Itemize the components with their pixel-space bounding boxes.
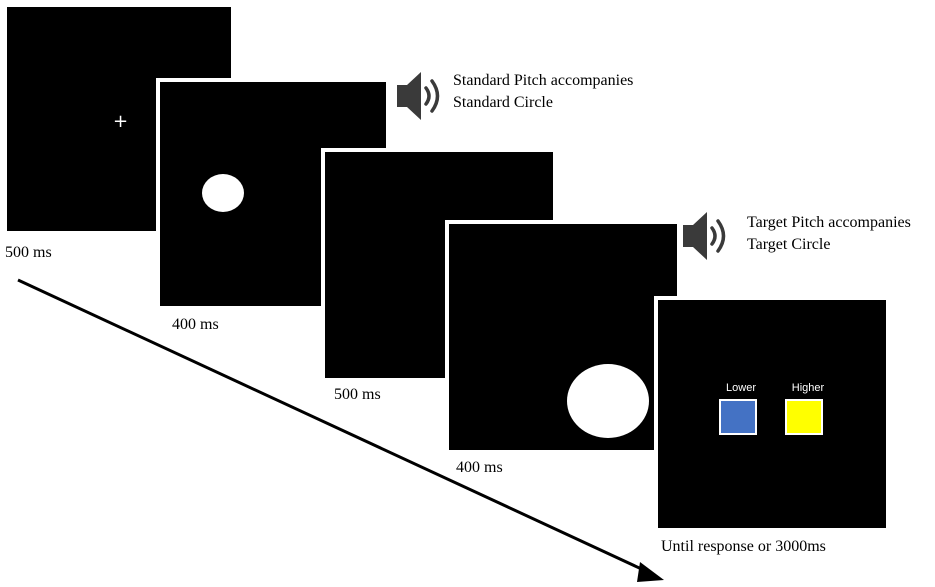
audio-cue-standard: Standard Pitch accompanies Standard Circ… <box>453 70 633 114</box>
speaker-icon <box>397 72 440 120</box>
timeline-arrow-head <box>637 562 664 582</box>
speaker-icon <box>683 212 726 260</box>
fixation-cross: + <box>113 111 129 132</box>
duration-label-fixation: 500 ms <box>5 244 52 261</box>
screen-response: Lower Higher <box>654 296 890 532</box>
standard-circle <box>202 174 244 212</box>
option-box-lower[interactable] <box>719 399 757 435</box>
audio-cue-target: Target Pitch accompanies Target Circle <box>747 212 911 256</box>
target-circle <box>567 364 649 438</box>
duration-label-standard: 400 ms <box>172 316 219 333</box>
option-label-lower: Lower <box>726 382 756 394</box>
audio-cue-target-line1: Target Pitch accompanies <box>747 214 911 231</box>
audio-cue-target-line2: Target Circle <box>747 236 831 253</box>
option-label-higher: Higher <box>791 382 825 394</box>
duration-label-response: Until response or 3000ms <box>661 538 826 555</box>
duration-label-target: 400 ms <box>456 459 503 476</box>
audio-cue-standard-line2: Standard Circle <box>453 94 553 111</box>
screen-target-circle <box>445 220 681 454</box>
duration-label-blank: 500 ms <box>334 386 381 403</box>
option-box-higher[interactable] <box>785 399 823 435</box>
timeline-arrow-line <box>17 278 649 574</box>
audio-cue-standard-line1: Standard Pitch accompanies <box>453 72 634 89</box>
